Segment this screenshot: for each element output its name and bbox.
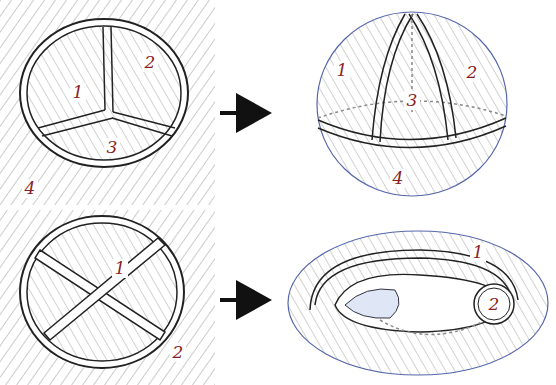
torus-hole-shadow <box>345 289 399 318</box>
arrow <box>220 111 268 115</box>
region-number: 4 <box>22 179 39 198</box>
outer-region <box>0 210 215 385</box>
disc-cross-bands <box>35 238 165 340</box>
torus-seams <box>310 250 518 335</box>
region-number: 2 <box>486 295 503 314</box>
disc-outline <box>20 19 188 167</box>
disc-outline <box>20 216 184 368</box>
region-number: 1 <box>334 61 351 80</box>
sphere-seams <box>318 14 506 148</box>
disc-dividers <box>38 27 175 136</box>
region-number: 2 <box>464 63 481 82</box>
outer-region <box>0 0 215 205</box>
arrow <box>220 298 268 302</box>
region-number: 3 <box>404 91 421 110</box>
region-number: 2 <box>142 53 159 72</box>
disc-inner-outline <box>27 223 177 361</box>
region-number: 4 <box>390 169 407 188</box>
meridian-circle <box>474 284 514 324</box>
region-number: 2 <box>170 343 187 362</box>
region-number: 1 <box>112 259 129 278</box>
region-number: 1 <box>470 243 487 262</box>
disc-inner-outline <box>27 26 181 160</box>
meridian-circle <box>478 288 510 320</box>
region-number: 1 <box>70 83 87 102</box>
torus-outline <box>288 231 548 375</box>
sphere-outline <box>317 12 507 196</box>
region-number: 3 <box>104 138 121 157</box>
